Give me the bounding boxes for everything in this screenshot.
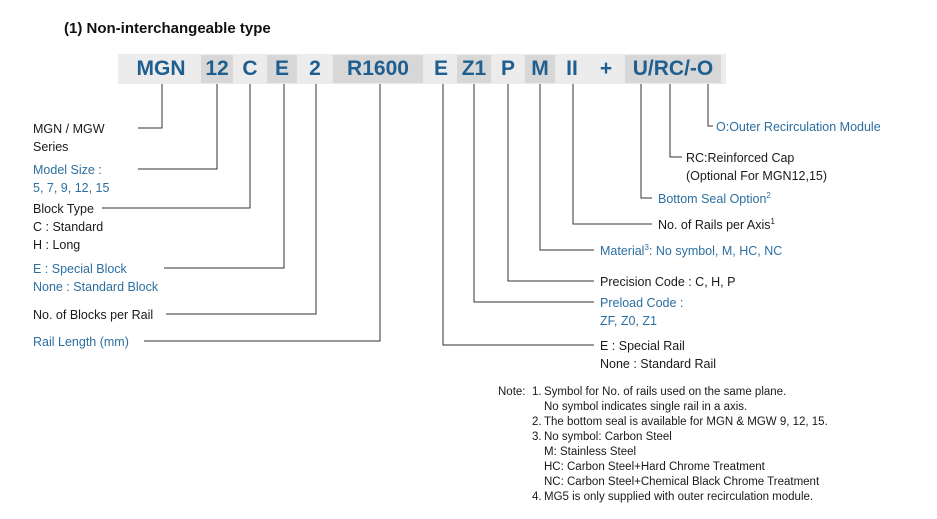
leader-series xyxy=(138,84,163,129)
code-options: U/RC/-O xyxy=(625,55,721,83)
code-special-rail: E xyxy=(433,57,448,80)
label-precision: Precision Code : C, H, P xyxy=(600,275,736,289)
leader-model-size xyxy=(138,84,218,170)
leader-rails-per-axis xyxy=(572,84,652,225)
note-line: NC: Carbon Steel+Chemical Black Chrome T… xyxy=(544,476,820,488)
code-preload: Z1 xyxy=(457,55,491,83)
code-model-size: 12 xyxy=(201,55,233,83)
code-material: M xyxy=(525,55,555,83)
label-rails-per-axis: No. of Rails per Axis1 xyxy=(658,216,775,232)
note-item: 4.MG5 is only supplied with outer recirc… xyxy=(532,491,814,503)
label-material: Material3: No symbol, M, HC, NC xyxy=(600,242,783,258)
code-series: MGN xyxy=(136,57,186,80)
notes-block: Note:1.Symbol for No. of rails used on t… xyxy=(498,385,828,505)
leader-preload xyxy=(473,84,594,303)
code-rail-length: R1600 xyxy=(333,55,423,83)
label-bottom-seal: Bottom Seal Option2 xyxy=(658,190,771,206)
note-item: 3.No symbol: Carbon Steel xyxy=(532,431,672,443)
label-rail-length: Rail Length (mm) xyxy=(33,335,129,349)
code-blocks-per-rail: 2 xyxy=(309,57,321,80)
leader-material xyxy=(539,84,594,251)
diagram-title: (1) Non-interchangeable type xyxy=(64,20,271,37)
label-series: MGN / MGW Series xyxy=(33,122,105,154)
code-plus: + xyxy=(599,57,613,80)
code-precision: P xyxy=(500,57,515,80)
leader-reinforced-cap xyxy=(669,84,682,158)
leader-precision xyxy=(507,84,594,282)
code-block-type: C xyxy=(242,57,258,80)
note-item: Note:1.Symbol for No. of rails used on t… xyxy=(498,386,787,398)
label-blocks-per-rail: No. of Blocks per Rail xyxy=(33,308,154,322)
leader-special-block xyxy=(164,84,285,269)
label-block-type: Block Type C : Standard H : Long xyxy=(33,202,104,252)
code-rails-per-axis: II xyxy=(566,57,578,80)
code-special-block: E xyxy=(267,55,297,83)
label-special-rail: E : Special Rail None : Standard Rail xyxy=(600,339,717,371)
leader-bottom-seal xyxy=(640,84,652,199)
label-preload: Preload Code : ZF, Z0, Z1 xyxy=(600,296,684,328)
leader-rail-length xyxy=(144,84,381,342)
note-line: HC: Carbon Steel+Hard Chrome Treatment xyxy=(544,461,765,473)
note-item: 2.The bottom seal is available for MGN &… xyxy=(532,416,828,428)
label-model-size: Model Size : 5, 7, 9, 12, 15 xyxy=(33,163,110,195)
leader-blocks-per-rail xyxy=(166,84,317,315)
leader-special-rail xyxy=(442,84,594,346)
leader-outer-recirc xyxy=(707,84,713,127)
label-reinforced-cap: RC:Reinforced Cap (Optional For MGN12,15… xyxy=(686,151,828,183)
label-outer-recirc: O:Outer Recirculation Module xyxy=(716,120,881,134)
label-special-block: E : Special Block None : Standard Block xyxy=(33,262,159,294)
leader-block-type xyxy=(102,84,251,209)
note-line: M: Stainless Steel xyxy=(544,446,637,458)
note-line: No symbol indicates single rail in a axi… xyxy=(544,401,748,413)
